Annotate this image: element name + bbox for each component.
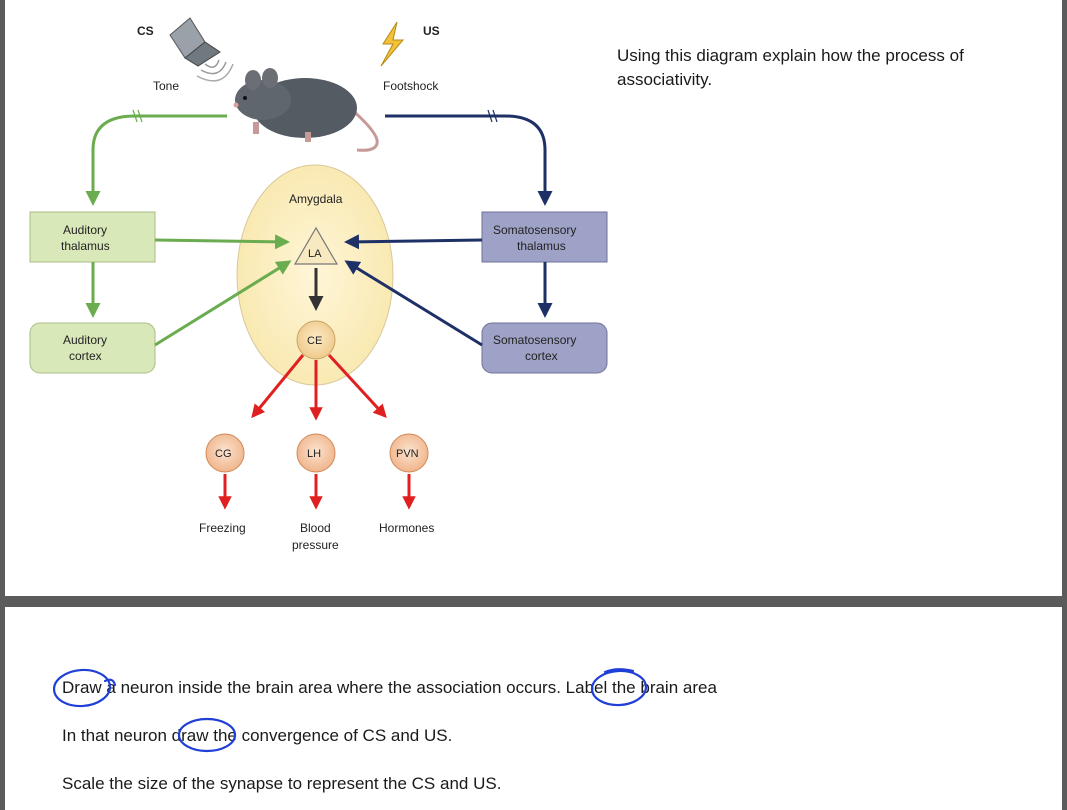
lh-node: LH (296, 433, 336, 473)
instruction-label-word: Label (565, 678, 608, 697)
svg-text:thalamus: thalamus (517, 239, 566, 253)
blood-pressure-label-2: pressure (292, 538, 339, 552)
pvn-node: PVN (389, 433, 429, 473)
auditory-cortex-box: Auditory cortex (29, 322, 156, 374)
hormones-label: Hormones (379, 521, 434, 535)
instruction-line-2: In that neuron draw the convergence of C… (62, 726, 452, 746)
fear-conditioning-diagram: CS US Tone Footshock (29, 17, 608, 552)
amygdala-label: Amygdala (289, 192, 343, 206)
la-nucleus (293, 226, 339, 265)
svg-text:cortex: cortex (69, 349, 102, 363)
footshock-label: Footshock (383, 79, 439, 93)
instruction-text-end: the brain area (607, 678, 717, 697)
svg-text:Somatosensory: Somatosensory (493, 333, 576, 347)
us-label: US (423, 24, 440, 38)
svg-text:Auditory: Auditory (63, 223, 107, 237)
instruction-text: a neuron inside the brain area where the… (101, 678, 566, 697)
svg-text:Somatosensory: Somatosensory (493, 223, 576, 237)
question-line-2: associativity. (617, 70, 713, 89)
lightning-icon (380, 21, 405, 67)
instruction-text-end: the convergence of CS and US. (208, 726, 453, 745)
instruction-line-3: Scale the size of the synapse to represe… (62, 774, 502, 793)
cg-node: CG (205, 433, 245, 473)
ce-label: CE (307, 335, 322, 347)
svg-text:PVN: PVN (396, 448, 419, 460)
somatosensory-cortex-box: Somatosensory cortex (481, 322, 608, 374)
tone-label: Tone (153, 79, 179, 93)
speaker-icon (169, 17, 234, 82)
rat-icon (233, 68, 379, 152)
page-1: CS US Tone Footshock (5, 0, 1062, 596)
question-line-1: Using this diagram explain how the proce… (617, 46, 964, 65)
somatosensory-thalamus-box: Somatosensory thalamus (481, 211, 608, 263)
auditory-thalamus-box: Auditory thalamus (29, 211, 156, 263)
svg-text:thalamus: thalamus (61, 239, 110, 253)
ink-mark-label (603, 668, 635, 674)
svg-text:LH: LH (307, 448, 321, 460)
page-2: Draw a neuron inside the brain area wher… (5, 607, 1062, 810)
ce-nucleus (296, 320, 336, 360)
svg-text:Auditory: Auditory (63, 333, 107, 347)
la-label: LA (308, 248, 322, 260)
freezing-label: Freezing (199, 521, 246, 535)
svg-text:cortex: cortex (525, 349, 558, 363)
instruction-line-1: Draw a neuron inside the brain area wher… (62, 678, 717, 698)
instruction-text: In that neuron (62, 726, 172, 745)
svg-text:CG: CG (215, 448, 232, 460)
instruction-draw-word-2: draw (171, 726, 209, 745)
instruction-draw-word: Draw (62, 678, 102, 697)
blood-pressure-label-1: Blood (300, 521, 331, 535)
cs-label: CS (137, 24, 154, 38)
